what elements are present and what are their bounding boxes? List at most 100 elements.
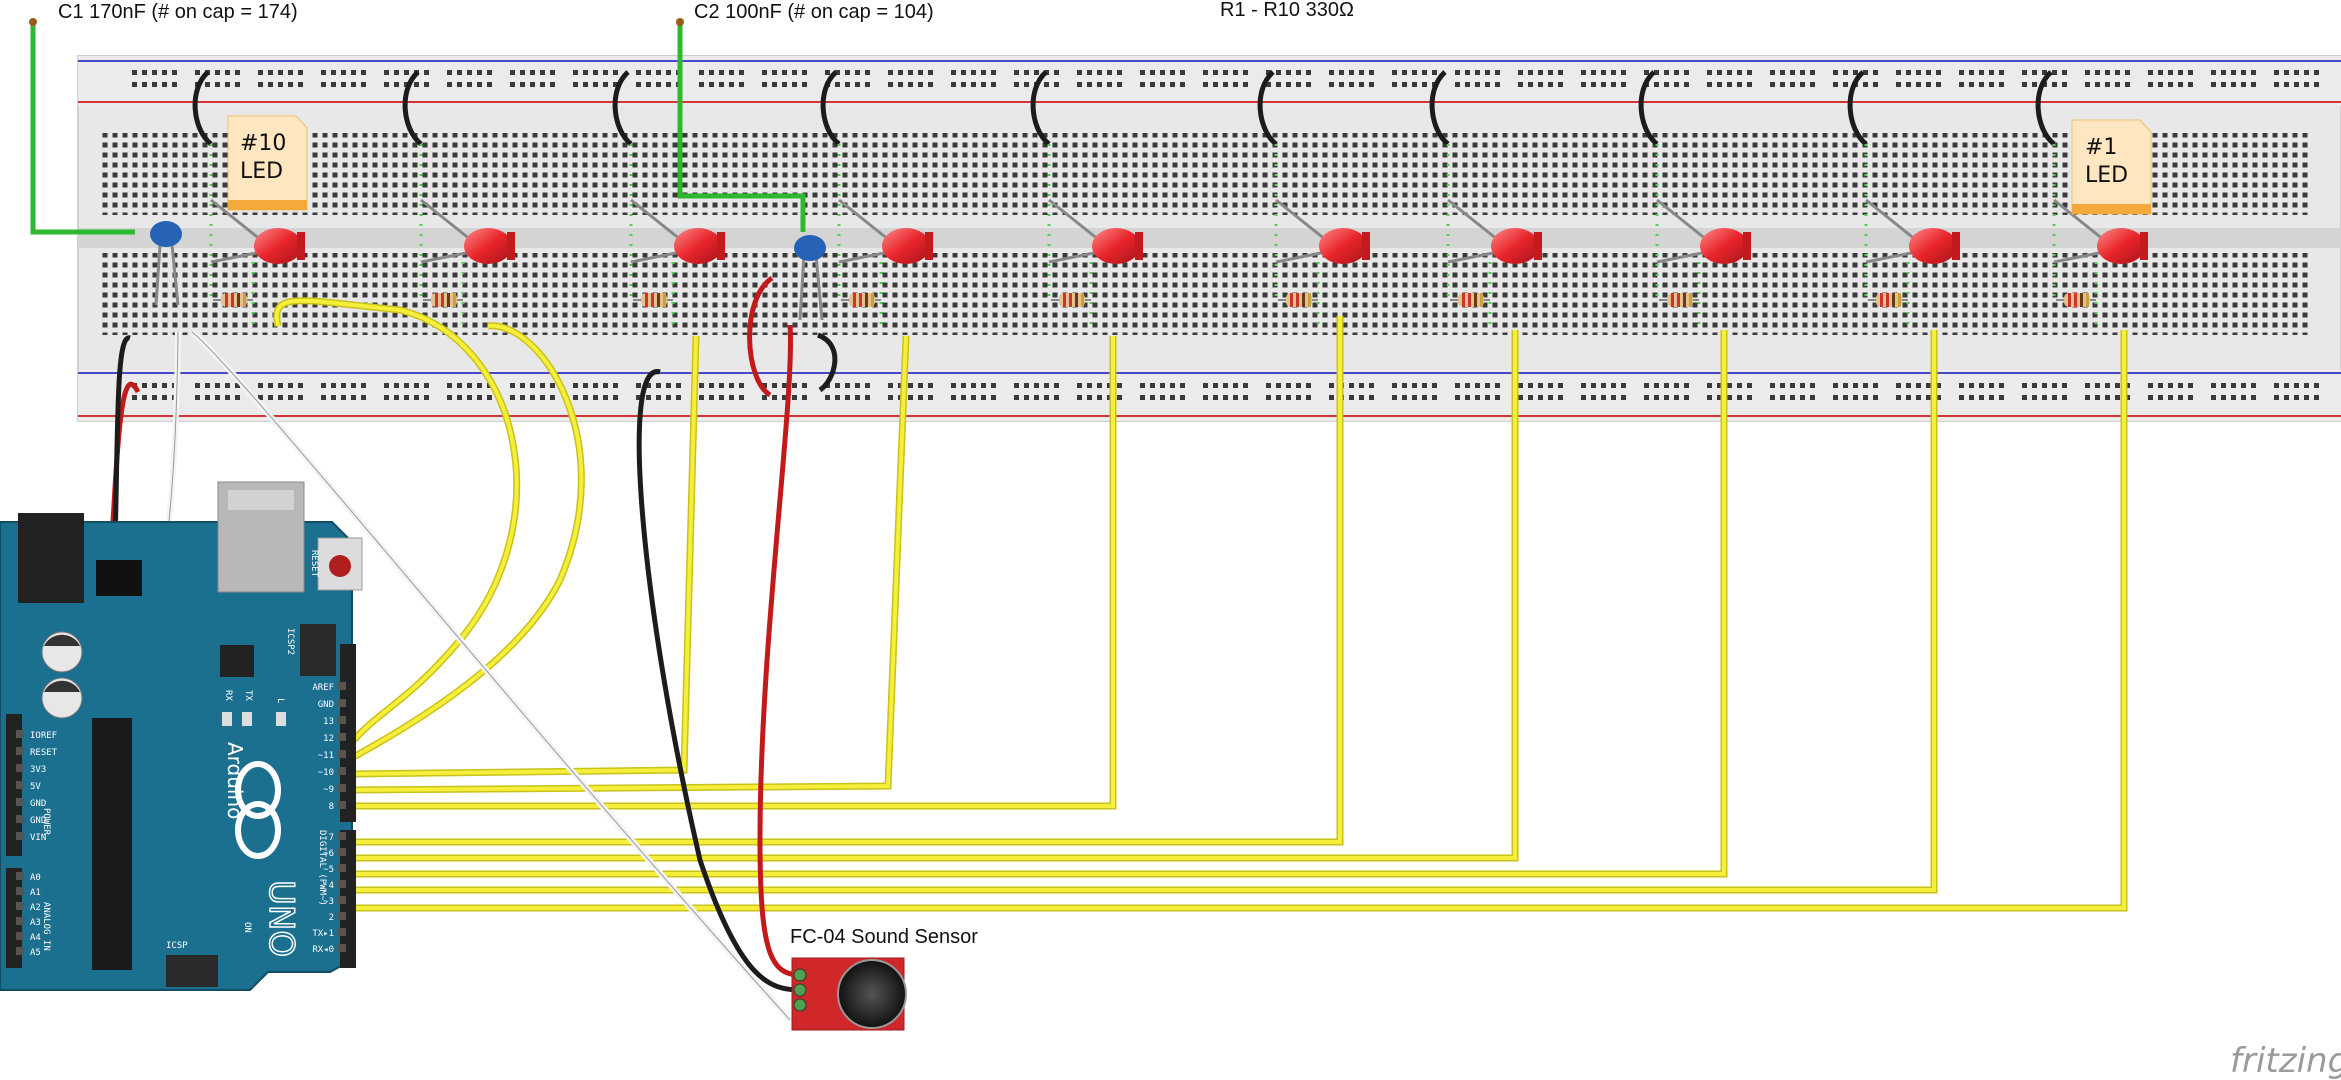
- top-power-rail: [132, 70, 2319, 87]
- dc-jack[interactable]: [18, 513, 84, 603]
- led[interactable]: [1700, 228, 1751, 264]
- led-unit: [1257, 70, 1370, 330]
- yellow-signal-wires[interactable]: [273, 297, 2128, 912]
- ground-jumper[interactable]: [612, 70, 633, 146]
- black-jumper-c2[interactable]: [816, 332, 838, 393]
- pin-label: AREF: [312, 683, 334, 693]
- breadboard: [77, 55, 2341, 422]
- ground-jumper[interactable]: [1847, 70, 1868, 146]
- icsp-header: ICSP: [166, 941, 218, 987]
- pin-label: ~5: [323, 865, 334, 875]
- resistor[interactable]: [213, 293, 253, 307]
- resistor[interactable]: [423, 293, 463, 307]
- svg-text:Arduino: Arduino: [223, 742, 247, 819]
- signal-wire[interactable]: [352, 330, 2126, 910]
- ground-jumper[interactable]: [1638, 70, 1659, 146]
- signal-wire[interactable]: [352, 316, 1342, 844]
- led[interactable]: [1092, 228, 1143, 264]
- pin-label: 5V: [30, 782, 41, 792]
- note-led10: #10 LED: [227, 115, 308, 211]
- signal-wire[interactable]: [352, 330, 1936, 892]
- svg-text:POWER: POWER: [41, 808, 51, 836]
- svg-text:ICSP2: ICSP2: [285, 628, 295, 655]
- led[interactable]: [882, 228, 933, 264]
- pin-label: A3: [30, 918, 41, 928]
- signal-wire[interactable]: [351, 323, 584, 760]
- signal-wire[interactable]: [351, 335, 908, 792]
- arduino-uno: RESET ICSP2 ICSP RX TX L ON Arduino U: [0, 481, 363, 991]
- led-array: [192, 70, 2148, 330]
- led-unit: [820, 70, 933, 330]
- led[interactable]: [2097, 228, 2148, 264]
- led-unit: [402, 70, 515, 330]
- resistor[interactable]: [1450, 293, 1490, 307]
- red-jumper-c2[interactable]: [747, 275, 774, 398]
- led-unit: [1847, 70, 1960, 330]
- pin-label: A5: [30, 948, 41, 958]
- pin-label: GND: [318, 700, 334, 710]
- svg-text:RESET: RESET: [309, 550, 319, 578]
- signal-wire[interactable]: [352, 330, 1726, 876]
- led[interactable]: [674, 228, 725, 264]
- svg-text:#10: #10: [240, 131, 286, 156]
- led[interactable]: [464, 228, 515, 264]
- pin-label: RX◂0: [312, 945, 334, 955]
- resistor[interactable]: [1051, 293, 1091, 307]
- led-unit: [1429, 70, 1542, 330]
- svg-text:LED: LED: [240, 159, 283, 184]
- pin-label: A1: [30, 888, 41, 898]
- ground-jumper[interactable]: [402, 70, 423, 146]
- note-led1: #1 LED: [2071, 119, 2152, 215]
- ground-jumper[interactable]: [192, 70, 213, 146]
- sensor-label: FC-04 Sound Sensor: [790, 926, 978, 948]
- c2-wire[interactable]: [677, 22, 806, 232]
- fritzing-watermark: fritzing: [2230, 1041, 2341, 1080]
- ground-jumper[interactable]: [1030, 70, 1051, 146]
- svg-text:TX: TX: [243, 690, 253, 701]
- led-unit: [612, 70, 725, 330]
- pin-label: 4: [329, 881, 334, 891]
- pin-label: ~3: [323, 897, 334, 907]
- pin-label: A2: [30, 903, 41, 913]
- svg-text:UNO: UNO: [261, 880, 301, 957]
- c1-wire[interactable]: [30, 22, 135, 235]
- pin-labels: IOREFRESET3V35VGNDGNDVINA0A1A2A3A4A5AREF…: [16, 682, 346, 958]
- led[interactable]: [254, 228, 305, 264]
- signal-wire[interactable]: [352, 330, 1517, 860]
- pin-label: A4: [30, 933, 41, 943]
- led[interactable]: [1319, 228, 1370, 264]
- resistor[interactable]: [1278, 293, 1318, 307]
- ground-jumper[interactable]: [2035, 70, 2056, 146]
- svg-text:L: L: [275, 698, 285, 703]
- pin-label: ~10: [318, 768, 334, 778]
- icsp2-header: ICSP2: [285, 624, 336, 676]
- pin-label: IOREF: [30, 731, 57, 741]
- resistor[interactable]: [633, 293, 673, 307]
- pin-label: 7: [329, 833, 334, 843]
- resistor[interactable]: [841, 293, 881, 307]
- signal-wire[interactable]: [351, 335, 698, 776]
- led[interactable]: [1909, 228, 1960, 264]
- bottom-power-rail: [132, 383, 2319, 400]
- red-wire-sensor[interactable]: [757, 324, 801, 978]
- resistor[interactable]: [1659, 293, 1699, 307]
- signal-wire[interactable]: [274, 298, 519, 744]
- sound-sensor[interactable]: FC-04 Sound Sensor: [790, 926, 978, 1031]
- svg-text:LED: LED: [2085, 163, 2128, 188]
- pin-label: 2: [329, 913, 334, 923]
- capacitor-c2[interactable]: [794, 235, 826, 321]
- black-wire-sensor[interactable]: [636, 369, 801, 993]
- pin-label: 8: [329, 802, 334, 812]
- resistor[interactable]: [2056, 293, 2096, 307]
- ground-jumper[interactable]: [1257, 70, 1278, 146]
- resistor[interactable]: [1868, 293, 1908, 307]
- pin-label: ~6: [323, 849, 334, 859]
- pin-label: 13: [323, 717, 334, 727]
- ground-jumper[interactable]: [820, 70, 841, 146]
- ground-jumper[interactable]: [1429, 70, 1450, 146]
- pin-label: 12: [323, 734, 334, 744]
- capacitor-c1[interactable]: [150, 221, 182, 306]
- led[interactable]: [1491, 228, 1542, 264]
- pin-label: VIN: [30, 833, 46, 843]
